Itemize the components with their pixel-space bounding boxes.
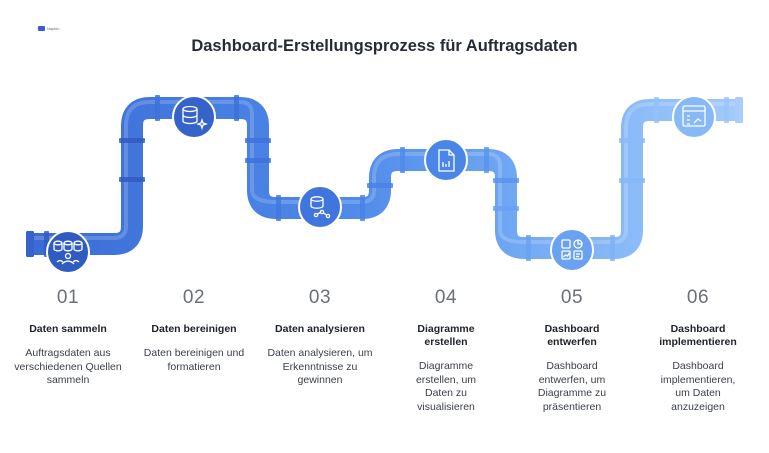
coupling — [493, 206, 519, 211]
dashboard-widgets-icon — [550, 228, 594, 272]
step-number: 03 — [308, 287, 332, 308]
step-number: 06 — [686, 287, 710, 308]
coupling — [245, 158, 271, 163]
step-heading: Dashboard implementieren — [659, 323, 737, 348]
step-number: 01 — [56, 287, 80, 308]
document-chart-icon — [424, 138, 468, 182]
coupling — [619, 138, 645, 143]
database-sparkle-icon — [172, 95, 216, 139]
coupling — [245, 138, 271, 143]
coupling — [155, 95, 160, 121]
step-number: 05 — [560, 287, 584, 308]
brand-logo: Napkin — [38, 26, 59, 31]
pipe-cap-left — [26, 231, 34, 257]
step-description: Diagramme erstellen, um Daten zu visuali… — [415, 360, 477, 413]
coupling — [724, 97, 729, 123]
coupling — [119, 177, 145, 182]
browser-workflow-icon — [672, 95, 716, 139]
pipe-cap-right — [735, 97, 743, 123]
logo-text: Napkin — [47, 26, 60, 31]
coupling — [119, 138, 145, 143]
step-heading: Daten bereinigen — [151, 323, 237, 335]
step-number: 02 — [182, 287, 206, 308]
step-heading: Diagramme erstellen — [417, 323, 475, 348]
database-people-icon — [46, 230, 90, 274]
coupling — [610, 235, 615, 261]
step-3: 03 Daten analysieren Daten analysieren, … — [262, 287, 378, 388]
step-heading: Daten analysieren — [275, 323, 365, 335]
step-description: Auftragsdaten aus verschiedenen Quellen … — [14, 347, 122, 386]
coupling — [484, 147, 489, 173]
coupling — [493, 178, 519, 183]
coupling — [234, 95, 239, 121]
step-heading: Daten sammeln — [29, 323, 107, 335]
step-2: 02 Daten bereinigen Daten bereinigen und… — [136, 287, 252, 374]
step-6: 06 Dashboard implementieren Dashboard im… — [640, 287, 756, 414]
step-5: 05 Dashboard entwerfen Dashboard entwerf… — [514, 287, 630, 414]
step-description: Daten analysieren, um Erkenntnisse zu ge… — [267, 347, 373, 386]
step-number: 04 — [434, 287, 458, 308]
logo-mark-icon — [38, 26, 45, 31]
step-description: Dashboard implementieren, um Daten anzuz… — [660, 360, 736, 413]
database-network-icon — [298, 185, 342, 229]
step-description: Dashboard entwerfen, um Diagramme zu prä… — [537, 360, 607, 413]
step-description: Daten bereinigen und formatieren — [143, 347, 245, 373]
coupling — [654, 97, 659, 123]
step-1: 01 Daten sammeln Auftragsdaten aus versc… — [10, 287, 126, 388]
step-heading: Dashboard entwerfen — [544, 323, 600, 348]
coupling — [367, 183, 393, 188]
pipe-couplings — [44, 95, 729, 261]
coupling — [360, 195, 365, 221]
page-title: Dashboard-Erstellungsprozess für Auftrag… — [191, 37, 578, 55]
coupling — [526, 235, 531, 261]
coupling — [619, 178, 645, 183]
coupling — [400, 147, 405, 173]
step-4: 04 Diagramme erstellen Diagramme erstell… — [388, 287, 504, 414]
coupling — [276, 195, 281, 221]
